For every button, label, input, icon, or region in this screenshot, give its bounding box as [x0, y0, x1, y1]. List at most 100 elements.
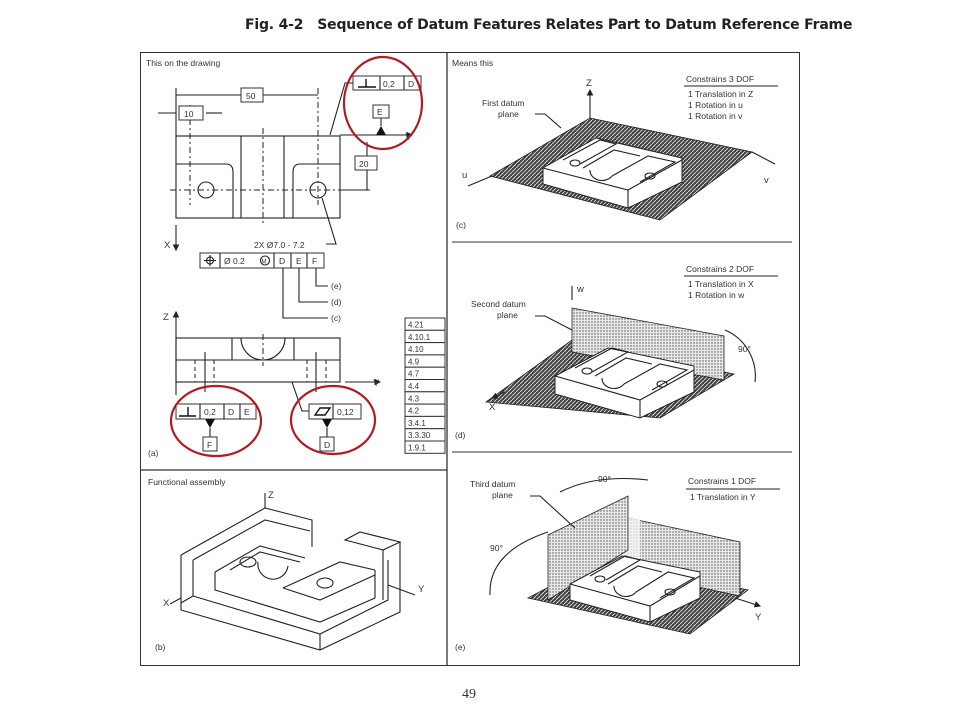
- constraint-item: 1 Translation in Y: [690, 492, 756, 502]
- reference-table-value: 1.9.1: [408, 444, 426, 453]
- dim-10: 10: [184, 109, 194, 119]
- dim-20: 20: [359, 159, 369, 169]
- panel-d-axis-x: X: [489, 402, 496, 413]
- axis-x: X: [164, 240, 171, 251]
- reference-table-value: 4.3: [408, 394, 420, 403]
- hole-right: [309, 181, 327, 199]
- part-e: [569, 555, 701, 623]
- flatness-icon: [313, 407, 332, 416]
- dim-50: 50: [246, 91, 256, 101]
- reference-table-value: 3.3.30: [408, 431, 431, 440]
- panel-d-axis-w: w: [576, 284, 584, 295]
- svg-text:M: M: [262, 260, 267, 266]
- hole-callout: 2X Ø7.0 - 7.2: [254, 240, 305, 250]
- panel-d-constraint-title: Constrains 2 DOF: [686, 264, 754, 274]
- page-number: 49: [462, 687, 476, 702]
- svg-text:D: D: [408, 79, 414, 89]
- flatness-fcf: 0,12 D: [291, 381, 362, 452]
- highlight-ellipse-top: [342, 55, 424, 151]
- reference-table-value: 4.4: [408, 382, 420, 391]
- reference-table-value: 4.7: [408, 370, 420, 379]
- highlight-ellipse-bottom-left: [169, 384, 263, 458]
- reference-table-value: 4.10: [408, 345, 424, 354]
- bolt-left-icon: [239, 556, 257, 568]
- figure-number: Fig. 4-2: [245, 17, 304, 33]
- hole-left: [197, 181, 215, 199]
- constraint-item: 1 Rotation in w: [688, 290, 745, 300]
- top-perpendicularity-fcf: 0,2 D: [329, 75, 422, 136]
- datum-e-label: E: [377, 107, 383, 117]
- position-fcf: Ø 0.2 M D E F: [199, 252, 325, 269]
- panel-c-constraint-title: Constrains 3 DOF: [686, 74, 754, 84]
- panel-e-angle-left: 90°: [490, 543, 503, 553]
- panel-b-caption: (b): [155, 642, 166, 652]
- part-d: [554, 347, 695, 419]
- panel-d-caption: (d): [455, 430, 466, 440]
- panel-e-constraint-title: Constrains 1 DOF: [688, 476, 756, 486]
- perpendicularity-icon: [358, 79, 376, 88]
- svg-text:0,2: 0,2: [204, 407, 216, 417]
- perpendicularity-icon: [179, 407, 196, 417]
- reference-table-value: 4.10.1: [408, 333, 431, 342]
- reference-table-value: 3.4.1: [408, 419, 426, 428]
- panel-e-axis-y: Y: [755, 612, 762, 623]
- panel-e-angle-top: 90°: [598, 474, 611, 484]
- svg-text:plane: plane: [498, 109, 519, 119]
- panel-c-axis-v: v: [764, 175, 769, 186]
- svg-text:Second datum: Second datum: [471, 299, 526, 309]
- panel-c-caption: (c): [456, 220, 466, 230]
- position-icon: [204, 255, 216, 266]
- svg-text:E: E: [296, 256, 302, 266]
- panel-b-heading: Functional assembly: [148, 477, 226, 487]
- figure-title-text: Sequence of Datum Features Relates Part …: [317, 17, 853, 33]
- reference-table: 4.21 4.10.1 4.10 4.9 4.7 4.4 4.3 4.2 3.4.1 3.3.30…: [404, 317, 446, 454]
- constraint-item: 1 Rotation in v: [688, 111, 743, 121]
- svg-text:F: F: [312, 256, 317, 266]
- panel-e: Y 90° 90° Third datum plane Constrains 1…: [455, 474, 780, 652]
- svg-text:plane: plane: [492, 490, 513, 500]
- svg-text:0,12: 0,12: [337, 407, 354, 417]
- panel-a-caption: (a): [148, 448, 159, 458]
- figure-title: Fig. 4-2 Sequence of Datum Features Relat…: [245, 17, 852, 33]
- svg-text:First datum: First datum: [482, 98, 525, 108]
- panel-d: w X 90° Second datum plane Constrains 2 …: [455, 264, 778, 440]
- constraint-item: 1 Rotation in u: [688, 100, 743, 110]
- panel-e-caption: (e): [455, 642, 466, 652]
- svg-text:Ø 0.2: Ø 0.2: [224, 256, 245, 266]
- bottom-perpendicularity-fcf: 0,2 D E F: [175, 403, 257, 452]
- callout-e: (e): [331, 281, 342, 291]
- axis-y-bottom: Y: [373, 378, 380, 389]
- part-top-view: [175, 135, 341, 219]
- bolt-right-icon: [316, 577, 334, 589]
- datum-d-label: D: [324, 440, 330, 450]
- panel-a-heading: This on the drawing: [146, 58, 220, 68]
- panel-b-axis-y: Y: [418, 584, 425, 595]
- datum-f-label: F: [207, 440, 212, 450]
- part-c: [542, 137, 683, 209]
- svg-text:E: E: [244, 407, 250, 417]
- figure-frame: [140, 52, 800, 666]
- svg-text:D: D: [279, 256, 285, 266]
- svg-text:plane: plane: [497, 310, 518, 320]
- mmc-modifier-icon: [259, 255, 271, 266]
- constraint-item: 1 Translation in X: [688, 279, 754, 289]
- svg-text:Third datum: Third datum: [470, 479, 515, 489]
- highlight-ellipse-bottom-right: [289, 384, 377, 456]
- panel-b-axis-z: Z: [268, 490, 274, 501]
- functional-assembly-drawing: [169, 493, 416, 651]
- callout-c: (c): [331, 313, 341, 323]
- reference-table-value: 4.2: [408, 407, 420, 416]
- panel-a: This on the drawing 50 10 20 Y: [146, 55, 446, 458]
- third-datum-plane: [547, 495, 629, 601]
- panel-b-axis-x: X: [163, 598, 170, 609]
- panel-c-axis-z: Z: [586, 78, 592, 89]
- svg-text:D: D: [228, 407, 234, 417]
- panel-c-axis-u: u: [462, 170, 467, 181]
- panel-d-angle: 90°: [738, 344, 751, 354]
- panel-c: Means this Z u v First datum plane Const…: [452, 58, 778, 230]
- reference-table-value: 4.21: [408, 321, 424, 330]
- reference-table-value: 4.9: [408, 357, 420, 366]
- panel-b: Functional assembly Z X Y (b): [148, 477, 425, 652]
- svg-text:0,2: 0,2: [383, 79, 395, 89]
